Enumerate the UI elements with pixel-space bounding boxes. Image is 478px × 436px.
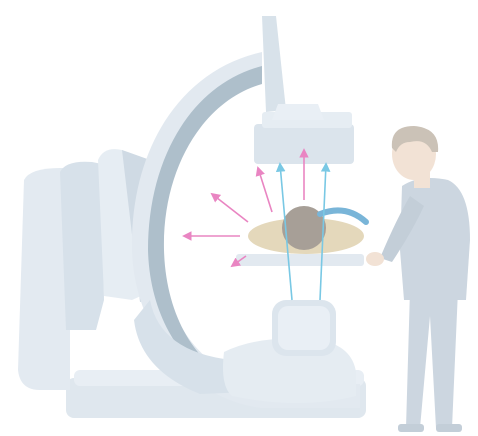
xray-tube [223,300,356,403]
operator-icon [366,126,470,432]
patient-table [236,254,364,266]
patient-icon [248,206,366,254]
detector [254,16,354,164]
